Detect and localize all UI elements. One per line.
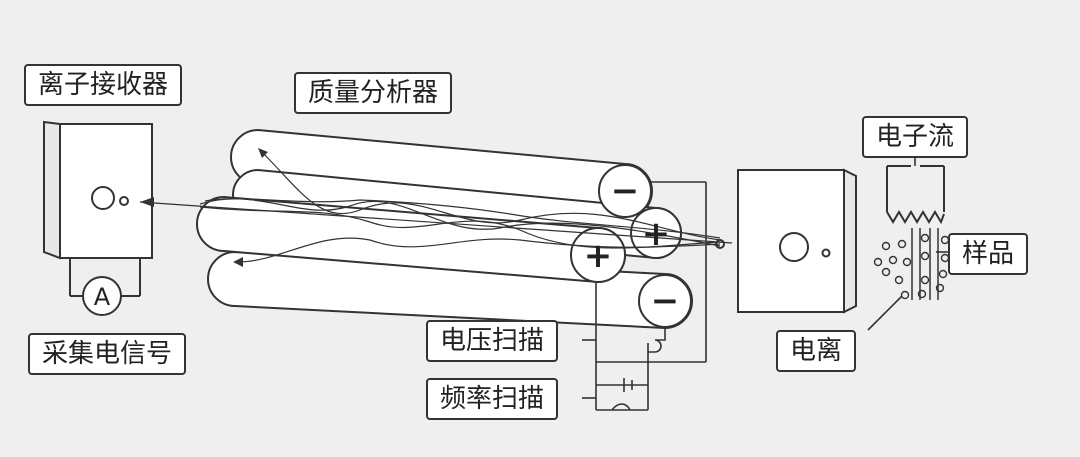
ammeter-circuit <box>69 258 141 316</box>
stable-trajectory-3 <box>204 198 721 239</box>
negative-polarity-bottom: − <box>651 281 680 321</box>
sample-label: 样品 <box>948 233 1029 275</box>
ionization-grids <box>911 228 939 300</box>
trajectory-arrow-bottom-icon <box>233 257 243 267</box>
ammeter-symbol: A <box>94 283 111 311</box>
trajectory-arrow-top-icon <box>258 148 268 158</box>
ion-exit-arrow-icon <box>140 197 154 207</box>
stable-trajectory-1 <box>199 198 721 247</box>
positive-polarity-left: + <box>584 236 613 276</box>
rod-top-end <box>598 164 652 218</box>
sample-molecules <box>873 233 950 300</box>
quadrupole-rods <box>196 128 693 330</box>
ion-receiver-block <box>43 120 153 260</box>
voltage-scan-label: 电压扫描 <box>426 320 559 362</box>
ion-receiver-label: 离子接收器 <box>24 64 183 106</box>
negative-polarity-top: − <box>611 171 640 211</box>
unstable-trajectory-top <box>259 149 721 241</box>
mass-analyzer-label: 质量分析器 <box>294 72 453 114</box>
rod-front-left-end <box>570 227 626 283</box>
ionization-label: 电离 <box>776 330 857 372</box>
ion-beam-axis <box>139 201 733 244</box>
electron-filament <box>886 165 945 225</box>
ammeter-icon <box>82 276 122 316</box>
label-connectors <box>582 157 948 399</box>
ion-source-block <box>715 168 857 314</box>
positive-polarity-right: + <box>642 214 671 254</box>
signal-collection-label: 采集电信号 <box>28 333 187 375</box>
rod-wiring <box>595 181 707 411</box>
electron-stream-label: 电子流 <box>862 116 969 158</box>
frequency-scan-label: 频率扫描 <box>426 378 559 420</box>
